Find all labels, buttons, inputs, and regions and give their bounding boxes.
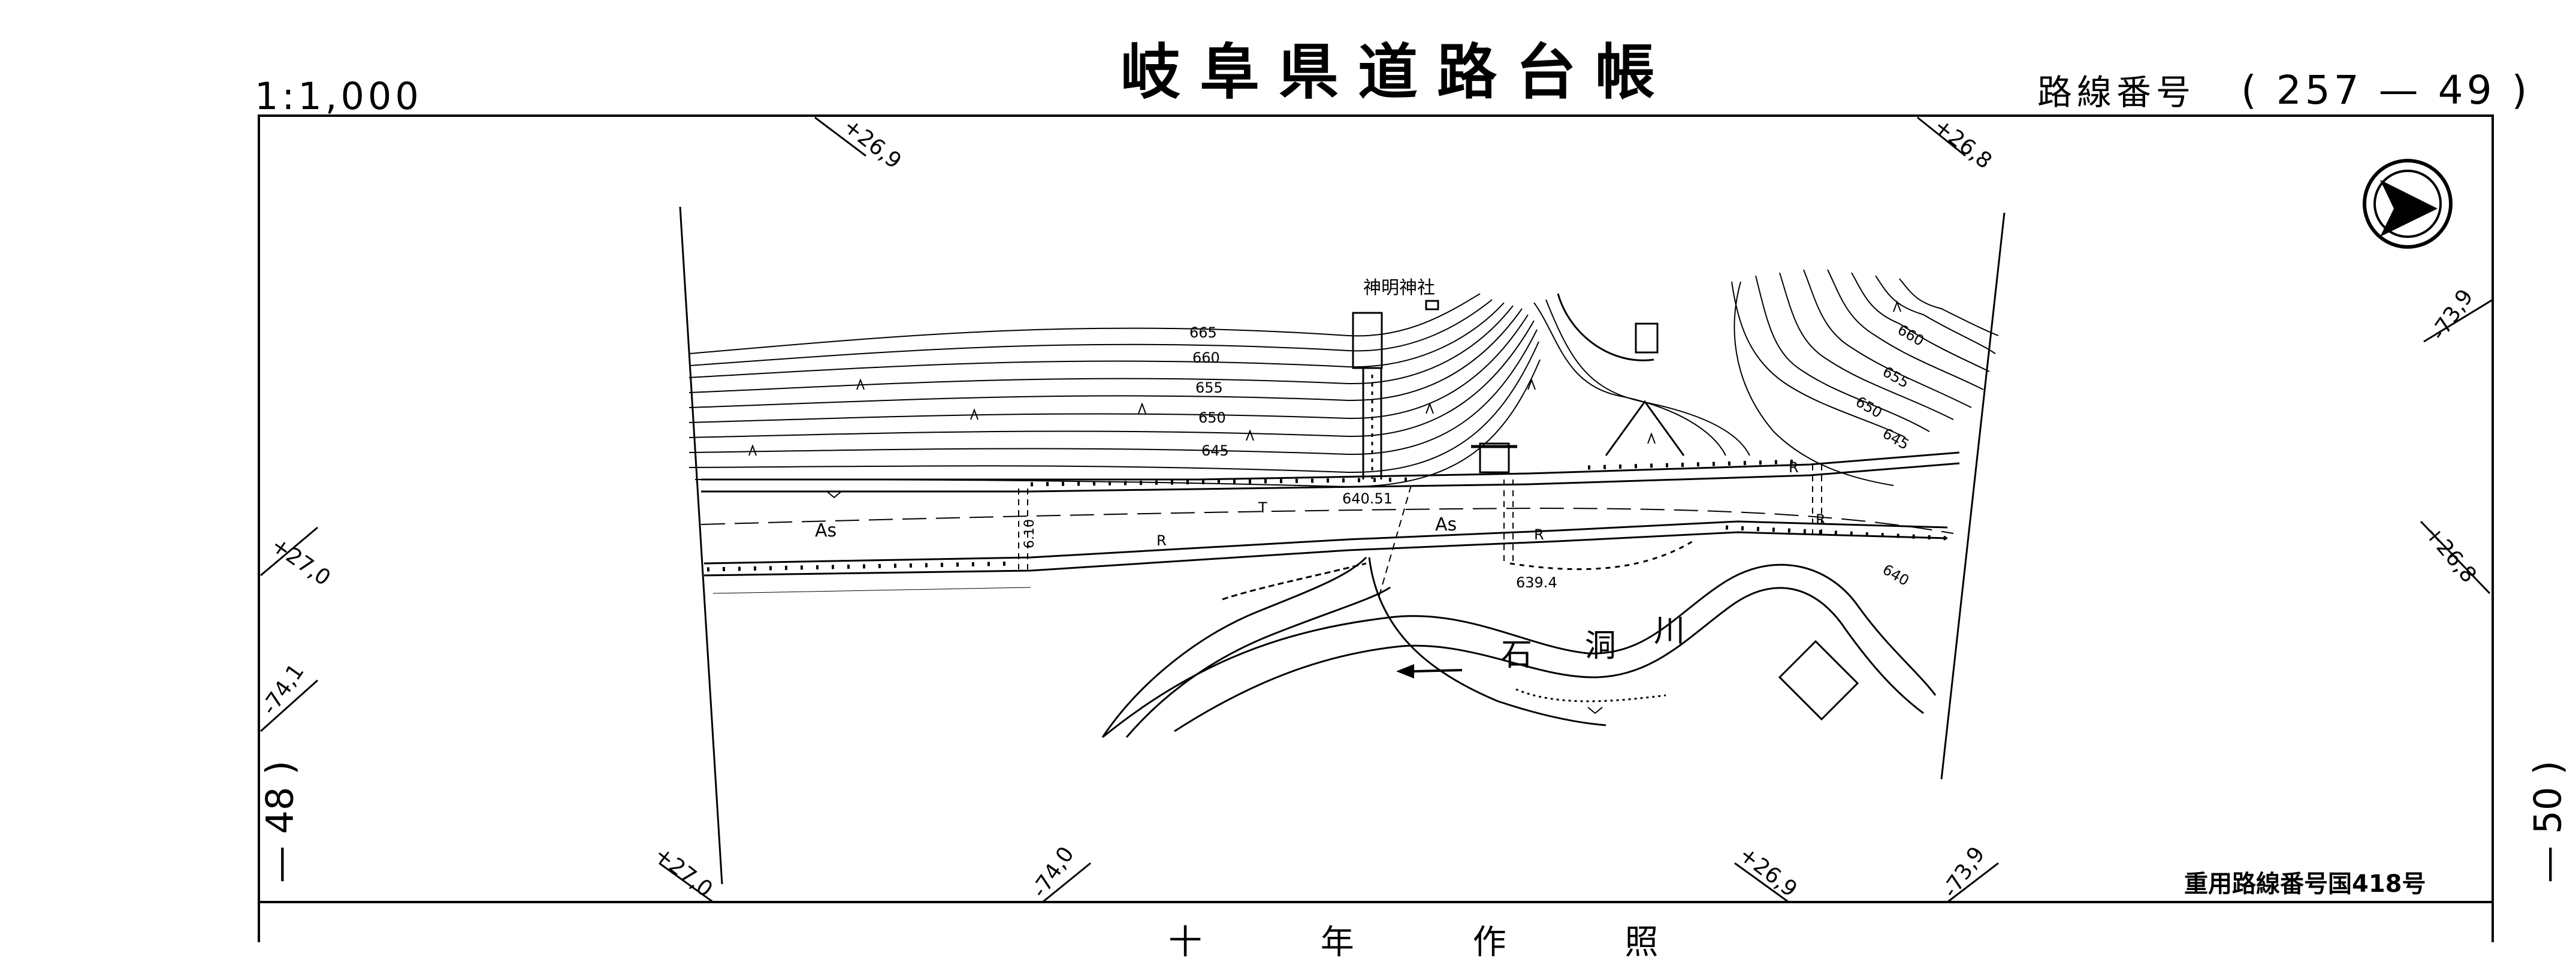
elevation-660-right: 660 bbox=[1895, 321, 1927, 349]
route-reference: 重用路線番号国418号 bbox=[2184, 870, 2426, 898]
road bbox=[700, 451, 1960, 600]
coord-bottom-4: -73,9 bbox=[1938, 842, 1990, 902]
road-surface-label-2: As bbox=[1435, 514, 1457, 535]
side-road bbox=[1101, 538, 1859, 738]
coord-top-right: +26,8 bbox=[1929, 114, 1996, 174]
coord-bottom-2: -74,0 bbox=[1027, 842, 1079, 902]
road-surface-label-1: As bbox=[815, 520, 836, 541]
t-mark: T bbox=[1258, 499, 1267, 516]
coord-right-upper: -73,9 bbox=[2426, 285, 2478, 345]
route-number-value: ( 257 — 49 ) bbox=[2241, 67, 2531, 113]
contour-lines bbox=[688, 269, 1999, 488]
sheet-ref-right: — 50 ) bbox=[2526, 760, 2570, 883]
elevation-645: 645 bbox=[1201, 442, 1229, 459]
map-frame bbox=[258, 114, 2494, 903]
river bbox=[1102, 562, 1937, 738]
page-title: 岐阜県道路台帳 bbox=[1121, 37, 1674, 107]
r-mark-4: R bbox=[1534, 526, 1544, 543]
coord-left-mid: -74,1 bbox=[257, 659, 309, 719]
r-mark-3: R bbox=[1789, 459, 1799, 476]
r-mark-2: R bbox=[1816, 511, 1826, 528]
elevation-660: 660 bbox=[1192, 349, 1220, 366]
river-label-1: 石 bbox=[1501, 637, 1532, 673]
coord-bottom-3: +26,9 bbox=[1734, 842, 1801, 902]
coord-right-mid: +26,8 bbox=[2420, 521, 2481, 587]
map-scale: 1:1,000 bbox=[255, 74, 422, 118]
coord-bottom-1: +27,0 bbox=[650, 842, 717, 902]
river-flow-arrow-icon bbox=[1396, 664, 1414, 678]
sheet-ref-left: — 48 ) bbox=[258, 760, 302, 883]
river-flow-arrow-shaft bbox=[1414, 669, 1463, 673]
elevation-665: 665 bbox=[1189, 324, 1217, 341]
shrine-label: 神明神社 bbox=[1363, 278, 1435, 298]
r-mark-1: R bbox=[1156, 532, 1167, 549]
elevation-645-right: 645 bbox=[1880, 425, 1912, 453]
shrine-compound bbox=[1352, 293, 1685, 480]
river-label-3: 川 bbox=[1654, 613, 1685, 649]
river-label-2: 洞 bbox=[1585, 628, 1616, 664]
bottom-cut-text: 十 年 作 照 bbox=[1168, 923, 1713, 962]
vegetation-symbols bbox=[748, 300, 1901, 714]
spot-height-640: 640.51 bbox=[1342, 490, 1393, 507]
elevation-650: 650 bbox=[1198, 409, 1226, 426]
spot-height-639: 639.4 bbox=[1516, 574, 1557, 591]
coordinate-ticks bbox=[259, 116, 2493, 903]
road-width-mark: 6.10 bbox=[1022, 519, 1037, 548]
map-labels: 神明神社 石 洞 川 As As 665 660 655 650 645 660… bbox=[815, 278, 1927, 673]
match-line-right bbox=[1940, 212, 2006, 780]
elevation-640-right: 640 bbox=[1880, 561, 1912, 589]
north-arrow-icon bbox=[2363, 159, 2453, 249]
guardrail-marks bbox=[706, 459, 1948, 572]
route-number-label: 路線番号 bbox=[2037, 72, 2196, 113]
coordinate-labels: +26,9 +26,8 -73,9 +26,8 +27,0 -74,1 +27,… bbox=[257, 114, 2481, 902]
match-line-left bbox=[679, 206, 723, 885]
road-ledger-map: 神明神社 石 洞 川 As As 665 660 655 650 645 660… bbox=[257, 114, 2494, 942]
elevation-655: 655 bbox=[1195, 379, 1223, 396]
